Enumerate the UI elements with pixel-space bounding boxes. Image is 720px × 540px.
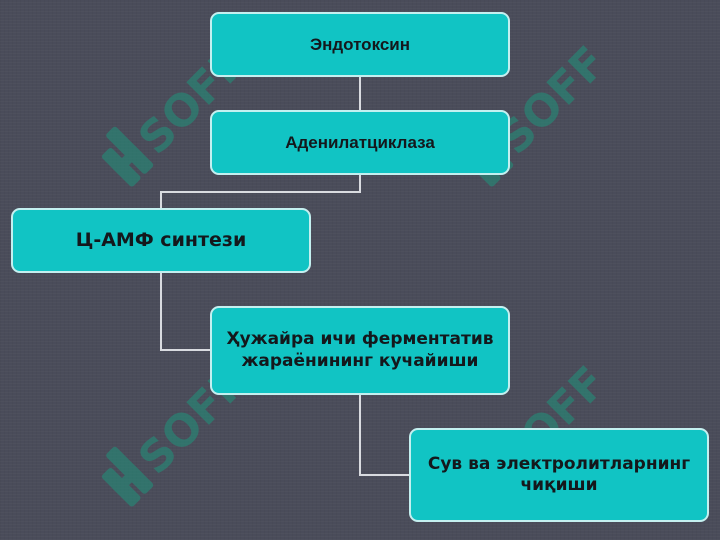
connector-n3-n4 bbox=[160, 273, 210, 351]
connector-n4-n5 bbox=[359, 395, 409, 476]
node-intracellular-enzymatic-process: Ҳужайра ичи ферментатив жараёнининг куча… bbox=[210, 306, 510, 395]
connector-n2-n3 bbox=[160, 175, 361, 208]
node-adenylate-cyclase: Аденилатциклаза bbox=[210, 110, 510, 175]
node-water-electrolyte-release: Сув ва электролитларнинг чиқиши bbox=[409, 428, 709, 522]
node-endotoxin: Эндотоксин bbox=[210, 12, 510, 77]
node-camp-synthesis: Ц-АМФ синтези bbox=[11, 208, 311, 273]
